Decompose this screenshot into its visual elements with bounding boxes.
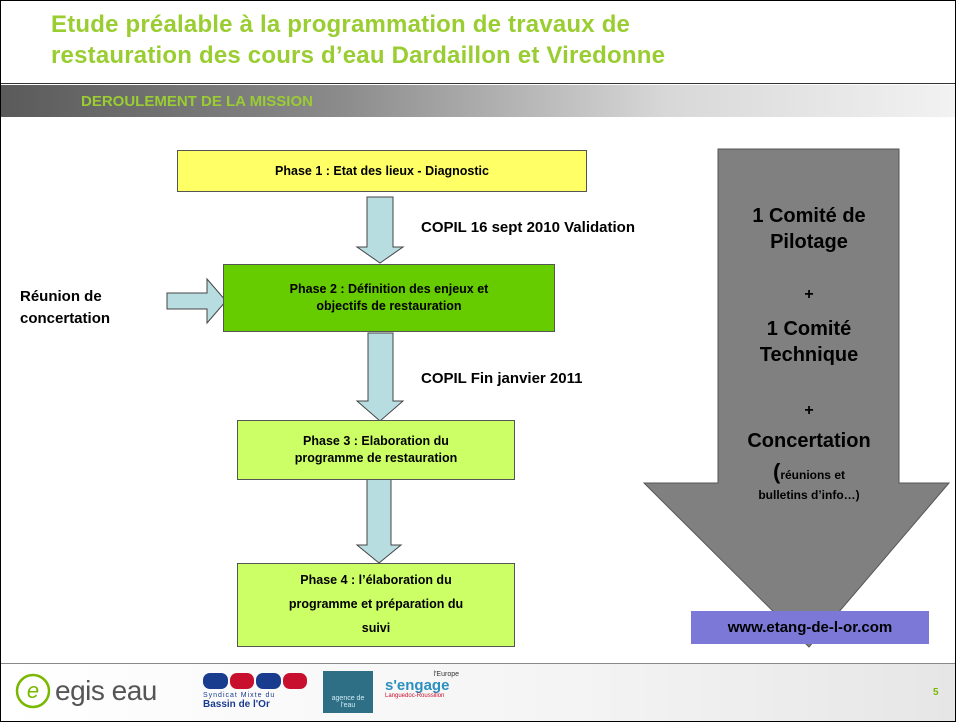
footer-divider <box>1 663 955 664</box>
phase-1-box: Phase 1 : Etat des lieux - Diagnostic <box>177 150 587 192</box>
down-arrow-3 <box>355 478 403 564</box>
syndicat-line-1: Syndicat Mixte du <box>203 692 276 699</box>
big-arrow-line-4: Technique <box>759 344 859 366</box>
europe-engage-logo: l'Europe s'engage Languedoc-Roussillon <box>385 671 459 713</box>
syndicat-line-2: Bassin de l'Or <box>203 699 270 710</box>
phase-4-box: Phase 4 : l’élaboration du programme et … <box>237 563 515 647</box>
reunion-label-line-1: Réunion de <box>20 288 102 305</box>
phase-4-label: Phase 4 : l’élaboration du programme et … <box>288 573 464 635</box>
footer-band <box>1 663 955 721</box>
big-arrow-line-3: 1 Comité <box>766 318 852 340</box>
syndicat-logo: Syndicat Mixte du Bassin de l'Or <box>203 673 307 713</box>
section-band <box>1 85 955 117</box>
section-title: DEROULEMENT DE LA MISSION <box>81 93 313 110</box>
agence-eau-logo: agence de l'eau <box>323 671 373 713</box>
region-text: Languedoc-Roussillon <box>385 693 445 699</box>
down-arrow-1 <box>355 196 405 264</box>
website-url[interactable]: www.etang-de-l-or.com <box>727 619 893 636</box>
big-down-arrow <box>642 148 951 648</box>
copil-note-2: COPIL Fin janvier 2011 <box>421 370 583 387</box>
phase-2-label: Phase 2 : Définition des enjeux et objec… <box>289 282 489 313</box>
europe-text: l'Europe <box>433 671 459 678</box>
website-link[interactable]: www.etang-de-l-or.com <box>691 611 929 644</box>
big-arrow-plus-2: + <box>804 402 814 419</box>
egis-e-icon: e <box>15 673 51 709</box>
right-arrow-reunion <box>166 277 227 325</box>
title-divider <box>1 83 955 84</box>
slide-title: Etude préalable à la programmation de tr… <box>51 11 666 69</box>
phase-2-box: Phase 2 : Définition des enjeux et objec… <box>223 264 555 332</box>
big-arrow-paren: ( <box>772 459 781 484</box>
phase-3-label: Phase 3 : Elaboration du programme de re… <box>294 434 458 465</box>
big-arrow-line-7: bulletins d’info…) <box>758 488 860 502</box>
egis-eau-logo: e egis eau <box>15 671 157 711</box>
down-arrow-2 <box>355 332 405 422</box>
big-arrow-line-1: 1 Comité de <box>752 205 866 227</box>
big-arrow-line-6: (réunions et <box>723 459 895 485</box>
page-number: 5 <box>933 687 939 698</box>
agence-eau-text: agence de l'eau <box>331 695 365 709</box>
big-arrow-line-5: Concertation <box>747 430 871 452</box>
copil-note-1: COPIL 16 sept 2010 Validation <box>421 219 635 236</box>
reunion-label-line-2: concertation <box>20 310 111 327</box>
svg-text:e: e <box>27 678 39 703</box>
egis-eau-text: egis eau <box>55 675 157 706</box>
big-arrow-reunions: réunions et <box>780 468 845 482</box>
syndicat-emblem-icon <box>203 673 307 689</box>
engage-text: s'engage <box>385 677 450 694</box>
phase-1-label: Phase 1 : Etat des lieux - Diagnostic <box>275 163 489 178</box>
big-arrow-line-2: Pilotage <box>770 231 848 253</box>
big-arrow-plus-1: + <box>804 286 814 303</box>
phase-3-box: Phase 3 : Elaboration du programme de re… <box>237 420 515 480</box>
